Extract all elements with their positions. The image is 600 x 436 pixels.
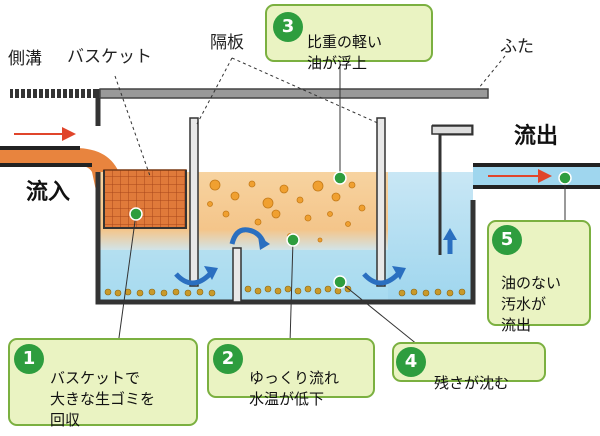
leader-lines [114,55,566,346]
outflow-arrow [488,169,552,183]
callout-4-text: 残さが沈む [434,374,510,392]
callout-1-number: 1 [14,344,44,374]
lid-label: ふた [500,37,534,57]
callout-1-text: バスケットで 大きな生ゴミを 回収 [50,369,156,429]
inflow-label: 流入 [26,180,71,205]
callout-2-text: ゆっくり流れ 水温が低下 [249,369,340,408]
outflow-label: 流出 [514,124,559,149]
inflow-arrow [14,127,76,141]
basket-label: バスケット [67,47,152,67]
partition-right [376,117,386,287]
side-ditch-label: 側溝 [8,49,42,69]
tank-walls [95,88,489,305]
flow-arrowheads [204,228,457,280]
side-ditch-grate [10,89,100,98]
partition-label: 隔板 [210,33,244,53]
sediment [104,285,466,297]
liquid-right [388,172,473,300]
partition-left [189,117,199,287]
leader-dots [129,171,572,289]
basket [103,169,187,229]
callout-3-number: 3 [273,12,303,42]
partition-middle [232,247,242,303]
callout-3-text: 比重の軽い 油が浮上 [307,33,383,72]
callout-5-text: 油のない 汚水が 流出 [501,274,562,334]
callout-5-number: 5 [492,225,522,255]
flow-arrows [174,227,453,286]
oil-droplets [207,179,366,243]
callout-4-number: 4 [396,347,426,377]
callout-2-number: 2 [213,344,243,374]
